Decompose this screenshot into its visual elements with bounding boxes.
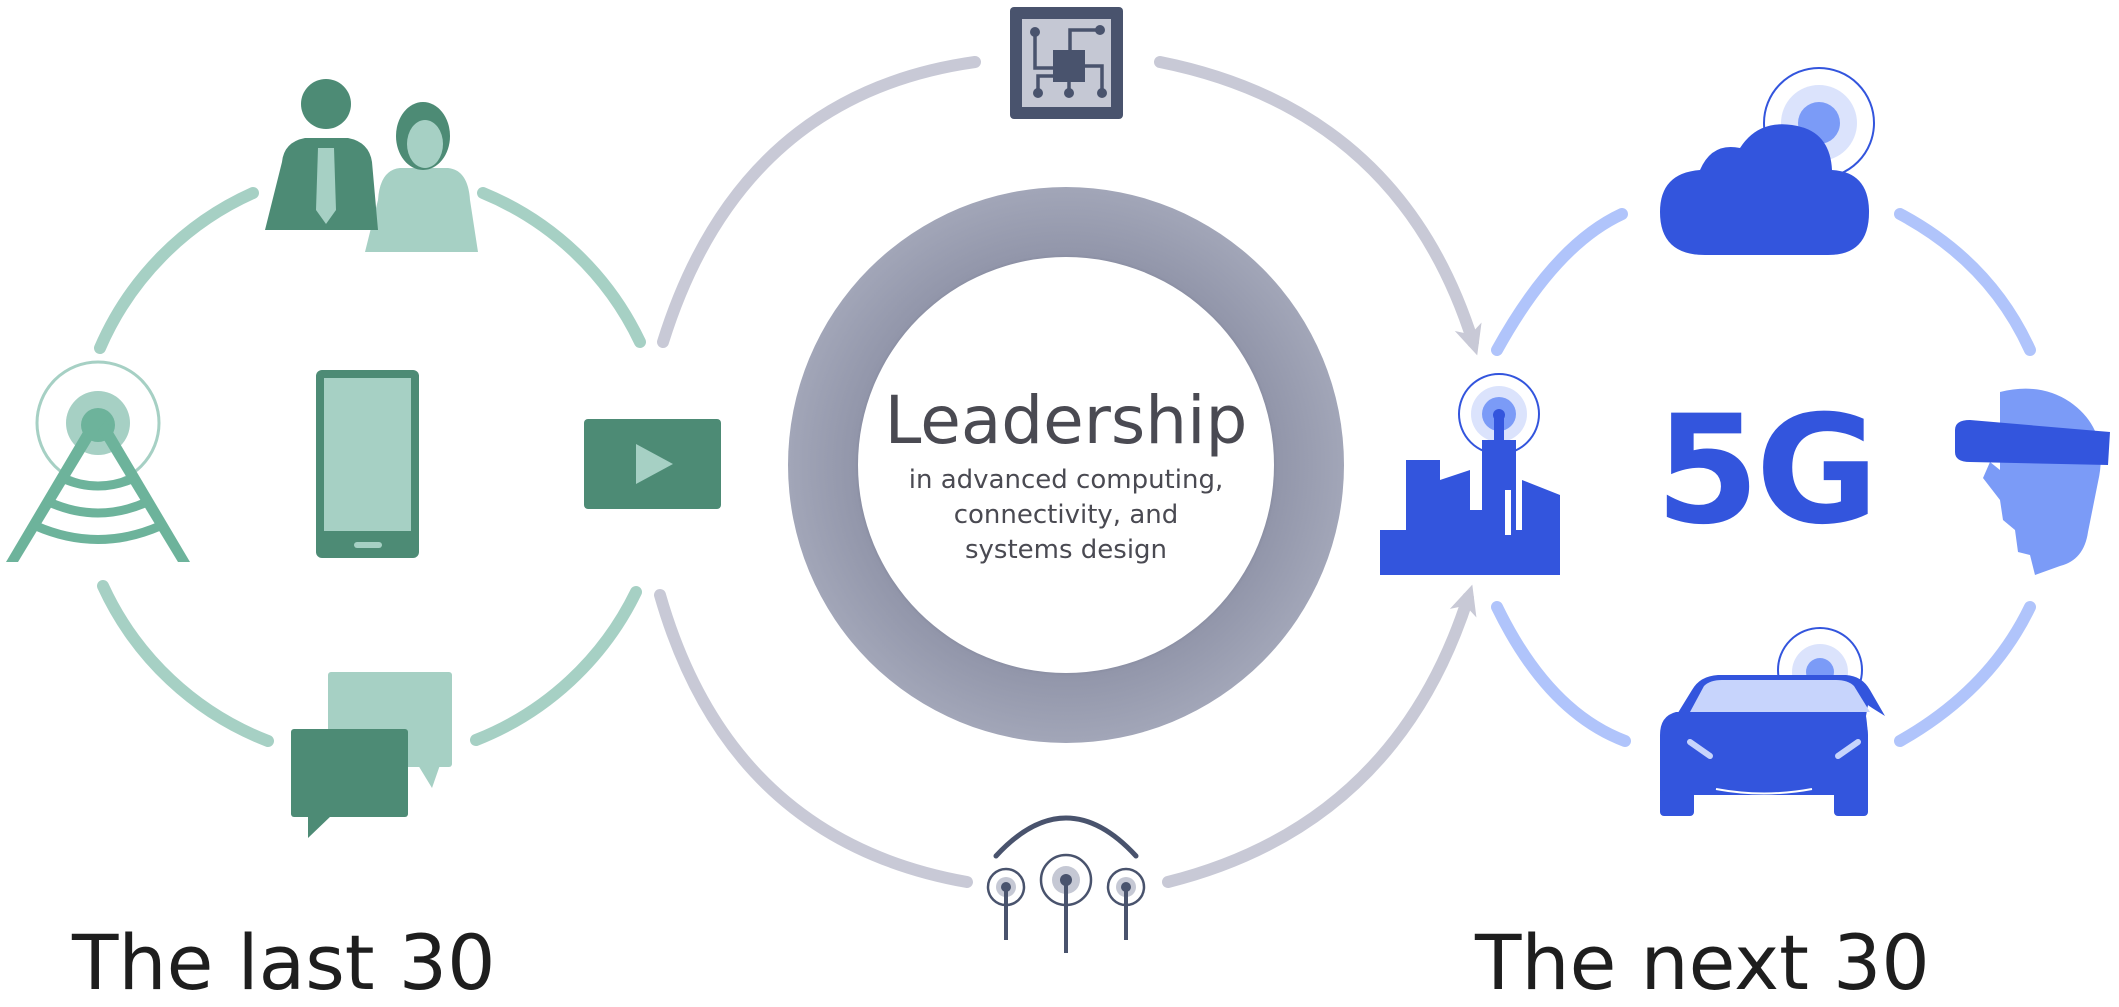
smartphone-icon: [316, 370, 419, 558]
five-g-badge: 5G: [1655, 384, 1879, 558]
left-arc-top-left: [94, 187, 259, 354]
chip-icon: [1010, 7, 1123, 119]
arc-bottom-right: [1162, 584, 1477, 888]
right-arc-bottom-right: [1894, 601, 2036, 747]
connected-car-icon: [1660, 627, 1885, 816]
vr-headset-icon: [1955, 388, 2110, 575]
five-g-text: 5G: [1655, 384, 1875, 558]
center-subtitle-line-3: systems design: [964, 535, 1168, 565]
smart-city-icon: [1380, 373, 1560, 575]
label-last-30: The last 30: [72, 918, 496, 1007]
center-subtitle-line-1: in advanced computing,: [908, 465, 1224, 495]
center-title: Leadership: [884, 382, 1248, 459]
arc-top-left: [657, 56, 981, 348]
right-arc-bottom-left: [1491, 601, 1631, 747]
left-arc-bottom-left: [97, 580, 274, 747]
city-skyline: [1380, 415, 1560, 575]
left-arc-top-right: [477, 187, 646, 348]
chat-bubbles-icon: [291, 672, 452, 838]
connectivity-diagram: 5G: [6, 7, 2110, 953]
center-subtitle-line-2: connectivity, and: [953, 500, 1179, 530]
middle-cycle-arcs: [654, 56, 1482, 888]
right-cycle-arcs: [1491, 208, 2036, 747]
antennas-icon: [986, 815, 1146, 953]
left-cycle-arcs: [94, 187, 646, 747]
left-arc-bottom-right: [470, 586, 642, 746]
people-icon: [265, 79, 478, 252]
right-arc-top-left: [1491, 208, 1628, 356]
video-play-icon: [584, 419, 721, 509]
arc-top-right: [1154, 56, 1482, 356]
cell-tower-icon: [6, 360, 190, 562]
label-next-30: The next 30: [1475, 918, 1930, 1007]
cloud-icon: [1660, 67, 1875, 255]
right-arc-top-right: [1894, 208, 2036, 356]
woman-figure: [365, 168, 478, 252]
center-ring: [788, 187, 1344, 743]
arc-bottom-left: [654, 589, 973, 888]
